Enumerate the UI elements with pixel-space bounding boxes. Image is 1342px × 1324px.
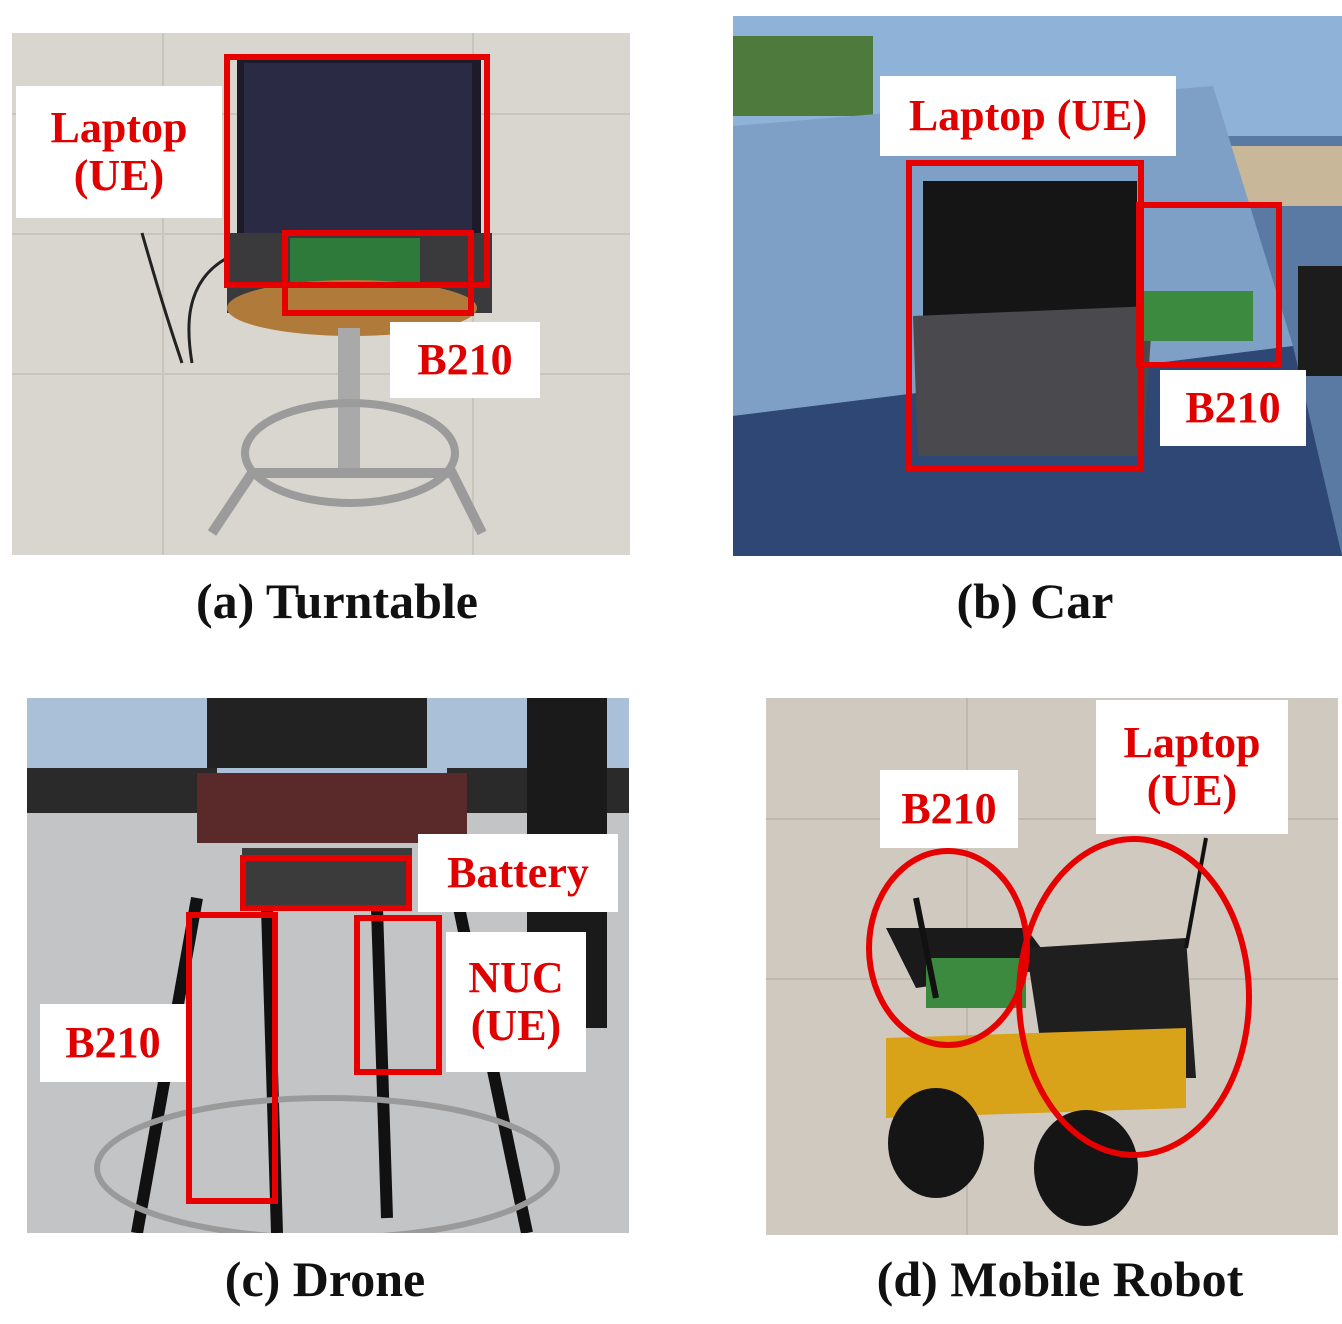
drone-photo <box>27 698 629 1233</box>
caption-turntable: (a) Turntable <box>195 573 478 629</box>
b210-highlight-ellipse <box>866 848 1030 1048</box>
b210-highlight-box <box>282 230 474 316</box>
b210-label: B210 <box>40 1004 186 1082</box>
b210-label: B210 <box>390 322 540 398</box>
laptop-highlight-ellipse <box>1016 836 1252 1158</box>
b210-label: B210 <box>1160 370 1306 446</box>
caption-car: (b) Car <box>956 573 1114 629</box>
nuc-highlight-box <box>354 915 442 1075</box>
b210-highlight-box <box>186 912 278 1204</box>
battery-highlight-box <box>240 855 412 911</box>
laptop-ue-label: Laptop (UE) <box>16 86 222 218</box>
b210-highlight-box <box>1136 202 1282 368</box>
laptop-ue-label: Laptop (UE) <box>1096 700 1288 834</box>
laptop-highlight-box <box>224 54 490 288</box>
battery-label: Battery <box>418 834 618 912</box>
nuc-ue-label: NUC (UE) <box>446 932 586 1072</box>
laptop-ue-label: Laptop (UE) <box>880 76 1176 156</box>
caption-drone: (c) Drone <box>224 1251 426 1307</box>
turntable-photo <box>12 33 630 555</box>
caption-mobile-robot: (d) Mobile Robot <box>876 1251 1244 1307</box>
laptop-highlight-box <box>906 160 1144 472</box>
b210-label: B210 <box>880 770 1018 848</box>
